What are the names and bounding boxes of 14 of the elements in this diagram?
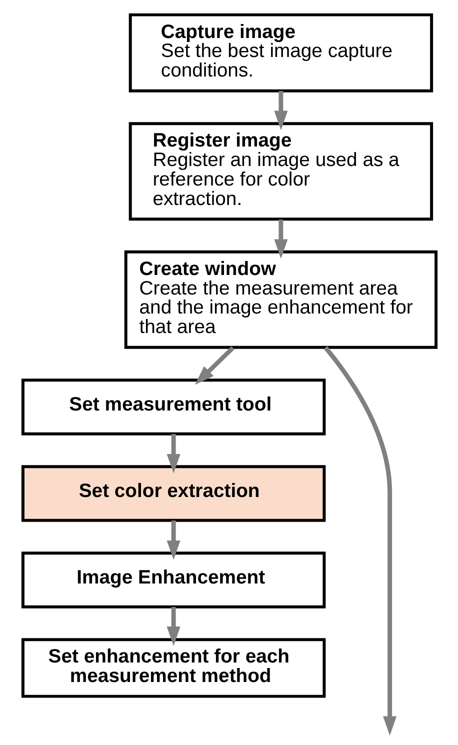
arrow [274,90,288,130]
arrow [274,220,288,259]
node-box: Set measurement tool [20,378,326,436]
arrow [166,606,180,646]
node-box: Set enhancement for each measurement method [20,638,326,698]
node-box: Create window Create the measurement area and the image enhancement for that area [124,250,438,349]
arrow [194,346,234,385]
node-box: Image Enhancement [20,552,326,608]
arrow [166,520,180,560]
arrow [166,434,180,474]
arrow [323,346,396,736]
node-box: Capture image Set the best image capture conditions. [128,13,433,92]
node-box: Register image Register an image used as a reference for color extraction. [128,122,433,221]
node-box: Set color extraction [20,465,326,522]
